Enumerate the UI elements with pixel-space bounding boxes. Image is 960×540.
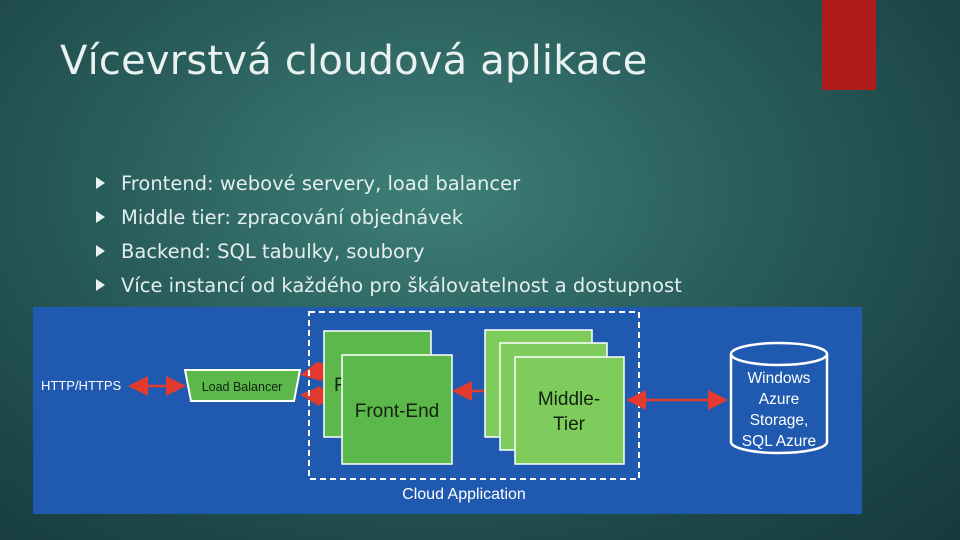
bullet-arrow-icon [96, 211, 105, 223]
storage-label-1: Windows [748, 370, 811, 387]
storage-label-2: Azure [759, 391, 800, 408]
accent-bar [822, 0, 876, 90]
front-end-label: Front-End [355, 401, 439, 422]
architecture-diagram: HTTP/HTTPS Load Balancer F Front-End Mid… [33, 307, 862, 514]
bullet-arrow-icon [96, 279, 105, 291]
load-balancer-shape [183, 369, 302, 402]
middle-tier-label-1: Middle- [538, 389, 600, 410]
middle-tier-label-2: Tier [553, 414, 586, 435]
storage-cylinder-top [729, 341, 829, 367]
diagram-canvas: HTTP/HTTPS Load Balancer F Front-End Mid… [41, 311, 829, 503]
bullet-item: Backend: SQL tabulky, soubory [96, 234, 682, 268]
bullet-item: Middle tier: zpracování objednávek [96, 200, 682, 234]
bullet-text: Middle tier: zpracování objednávek [121, 205, 464, 229]
storage-cylinder-body [729, 354, 829, 455]
bullet-arrow-icon [96, 177, 105, 189]
cloud-app-label: Cloud Application [402, 486, 526, 503]
front-end-peek-label: F [334, 375, 346, 396]
load-balancer-label: Load Balancer [202, 380, 283, 394]
http-label: HTTP/HTTPS [41, 378, 121, 393]
bullet-text: Více instancí od každého pro škálovateln… [121, 273, 682, 297]
storage-label-4: SQL Azure [742, 433, 816, 450]
front-end-box [341, 354, 453, 465]
bullet-list: Frontend: webové servery, load balancer … [96, 166, 682, 302]
bullet-arrow-icon [96, 245, 105, 257]
bullet-text: Frontend: webové servery, load balancer [121, 171, 521, 195]
storage-label-3: Storage, [750, 412, 809, 429]
bullet-text: Backend: SQL tabulky, soubory [121, 239, 425, 263]
slide-title: Vícevrstvá cloudová aplikace [60, 38, 648, 84]
middle-tier-box [514, 356, 625, 465]
bullet-item: Frontend: webové servery, load balancer [96, 166, 682, 200]
bullet-item: Více instancí od každého pro škálovateln… [96, 268, 682, 302]
